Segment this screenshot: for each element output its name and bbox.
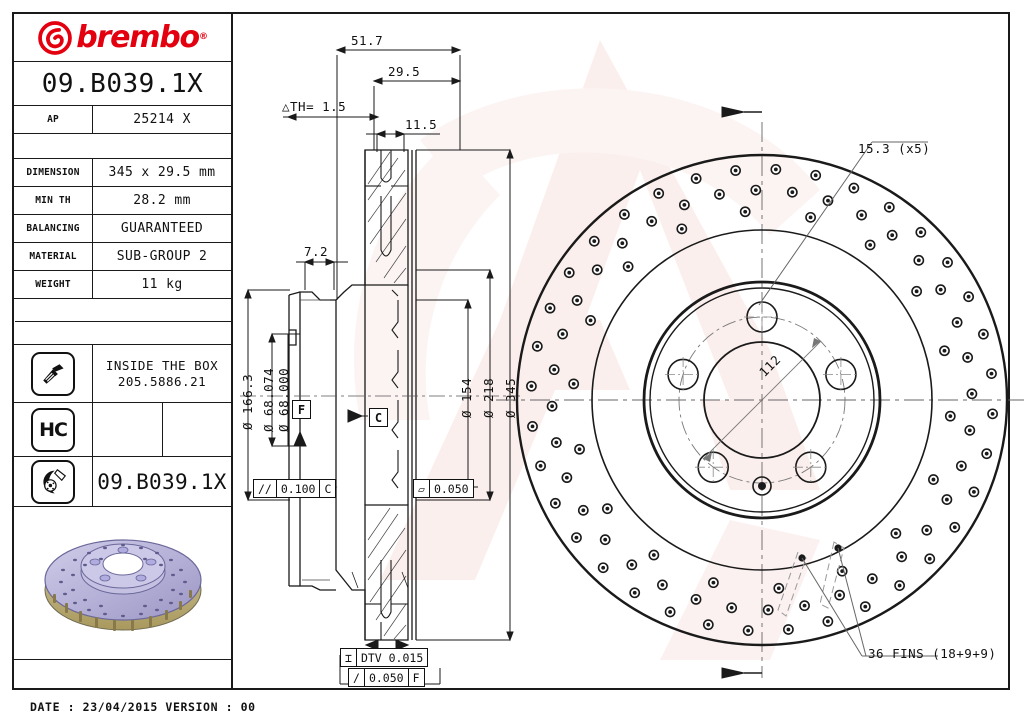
oe-reference-row: AP 25214 X [14, 106, 231, 134]
datum-f: F [292, 400, 311, 419]
gdt-flatness-symbol: ▱ [414, 480, 430, 497]
brembo-registered-mark: ® [198, 32, 208, 42]
drawing-frame [12, 12, 1010, 690]
dim-dia-166-3: Ø 166.3 [240, 373, 255, 430]
spec-value-material: SUB-GROUP 2 [116, 249, 208, 264]
dim-delta-th: △TH= 1.5 [282, 99, 347, 114]
hc-row: HC [14, 403, 231, 457]
dim-51-7: 51.7 [351, 33, 384, 48]
gdt-flatness-tolerance: 0.050 [433, 481, 469, 496]
spec-label-min-th: MIN TH [14, 187, 93, 214]
gdt-parallelism-symbol: // [254, 480, 277, 497]
brembo-logo: brembo® [14, 14, 231, 62]
disc-code-row: 09.B039.1X [14, 457, 231, 507]
gdt-parallelism: // 0.100 C [253, 479, 337, 498]
spec-value-weight: 11 kg [141, 277, 183, 292]
part-code-value: 09.B039.1X [41, 68, 204, 99]
dim-dia-154: Ø 154 [459, 377, 474, 418]
brembo-wordmark: brembo [76, 19, 200, 55]
footer-date: DATE : 23/04/2015 VERSION : 00 [30, 700, 256, 714]
dim-11-5: 11.5 [405, 117, 438, 132]
gdt-runout: / 0.050 F [348, 668, 425, 687]
dim-dia-218: Ø 218 [481, 377, 496, 418]
spec-value-min-th: 28.2 mm [133, 193, 191, 208]
spacer-value-2 [15, 299, 231, 344]
oe-value: 25214 X [133, 112, 191, 127]
gdt-runout-symbol: / [349, 669, 365, 686]
dim-7-2: 7.2 [304, 244, 329, 259]
brake-disc-icon [31, 459, 75, 504]
spec-row-material: MATERIAL SUB-GROUP 2 [14, 243, 231, 271]
gdt-runout-datum: F [412, 670, 420, 685]
spec-label-balancing: BALANCING [14, 215, 93, 242]
screw-icon-cell [14, 345, 93, 402]
datum-c: C [369, 408, 388, 427]
inside-the-box-text: INSIDE THE BOX 205.5886.21 [93, 358, 231, 389]
inside-the-box-line1: INSIDE THE BOX [105, 357, 219, 373]
spec-label-weight: WEIGHT [14, 271, 93, 298]
spec-label-material: MATERIAL [14, 243, 93, 270]
spec-row-weight: WEIGHT 11 kg [14, 271, 231, 299]
dim-dia-68-000: Ø 68.000 [276, 367, 291, 432]
gdt-dtv: ⌶ DTV 0.015 [340, 648, 429, 667]
oe-label: AP [14, 106, 93, 133]
spec-row-dimension: DIMENSION 345 x 29.5 mm [14, 159, 231, 187]
dim-29-5: 29.5 [388, 64, 421, 79]
inside-the-box-line2: 205.5886.21 [117, 373, 207, 389]
hc-icon: HC [31, 407, 75, 452]
callout-hole-size: 15.3 (x5) [858, 141, 931, 156]
spec-value-dimension: 345 x 29.5 mm [108, 165, 216, 180]
spec-label-dimension: DIMENSION [14, 159, 93, 186]
disc-code-value: 09.B039.1X [97, 469, 227, 494]
dim-dia-68-074: Ø 68.074 [261, 367, 276, 432]
gdt-dtv-tolerance: DTV 0.015 [360, 650, 424, 665]
spec-value-balancing: GUARANTEED [120, 221, 204, 236]
gdt-flatness: ▱ 0.050 [413, 479, 474, 498]
product-photo [14, 507, 231, 660]
gdt-runout-tolerance: 0.050 [365, 669, 409, 686]
hc-empty-cells [93, 403, 231, 456]
spacer-row-2 [14, 299, 231, 345]
spacer-row-1 [14, 134, 231, 159]
screw-icon [31, 351, 75, 396]
dim-dia-345: Ø 345 [503, 377, 518, 418]
inside-the-box-row: INSIDE THE BOX 205.5886.21 [14, 345, 231, 403]
hc-label: HC [39, 418, 68, 441]
callout-fins: 36 FINS (18+9+9) [868, 646, 997, 661]
screw-glyph [43, 363, 64, 384]
gdt-dtv-symbol: ⌶ [341, 649, 357, 666]
gdt-parallelism-datum: C [324, 481, 332, 496]
title-block: brembo® 09.B039.1X AP 25214 X DIMENSION … [14, 14, 233, 688]
brake-disc-glyph [43, 468, 67, 493]
disc-icon-cell [14, 457, 93, 506]
spec-row-balancing: BALANCING GUARANTEED [14, 215, 231, 243]
spec-row-min-th: MIN TH 28.2 mm [14, 187, 231, 215]
brembo-mark-icon [38, 20, 73, 55]
part-code-header: 09.B039.1X [14, 62, 231, 106]
hc-icon-cell: HC [14, 403, 93, 456]
gdt-parallelism-tolerance: 0.100 [277, 480, 321, 497]
brake-disc-photo [43, 539, 202, 631]
